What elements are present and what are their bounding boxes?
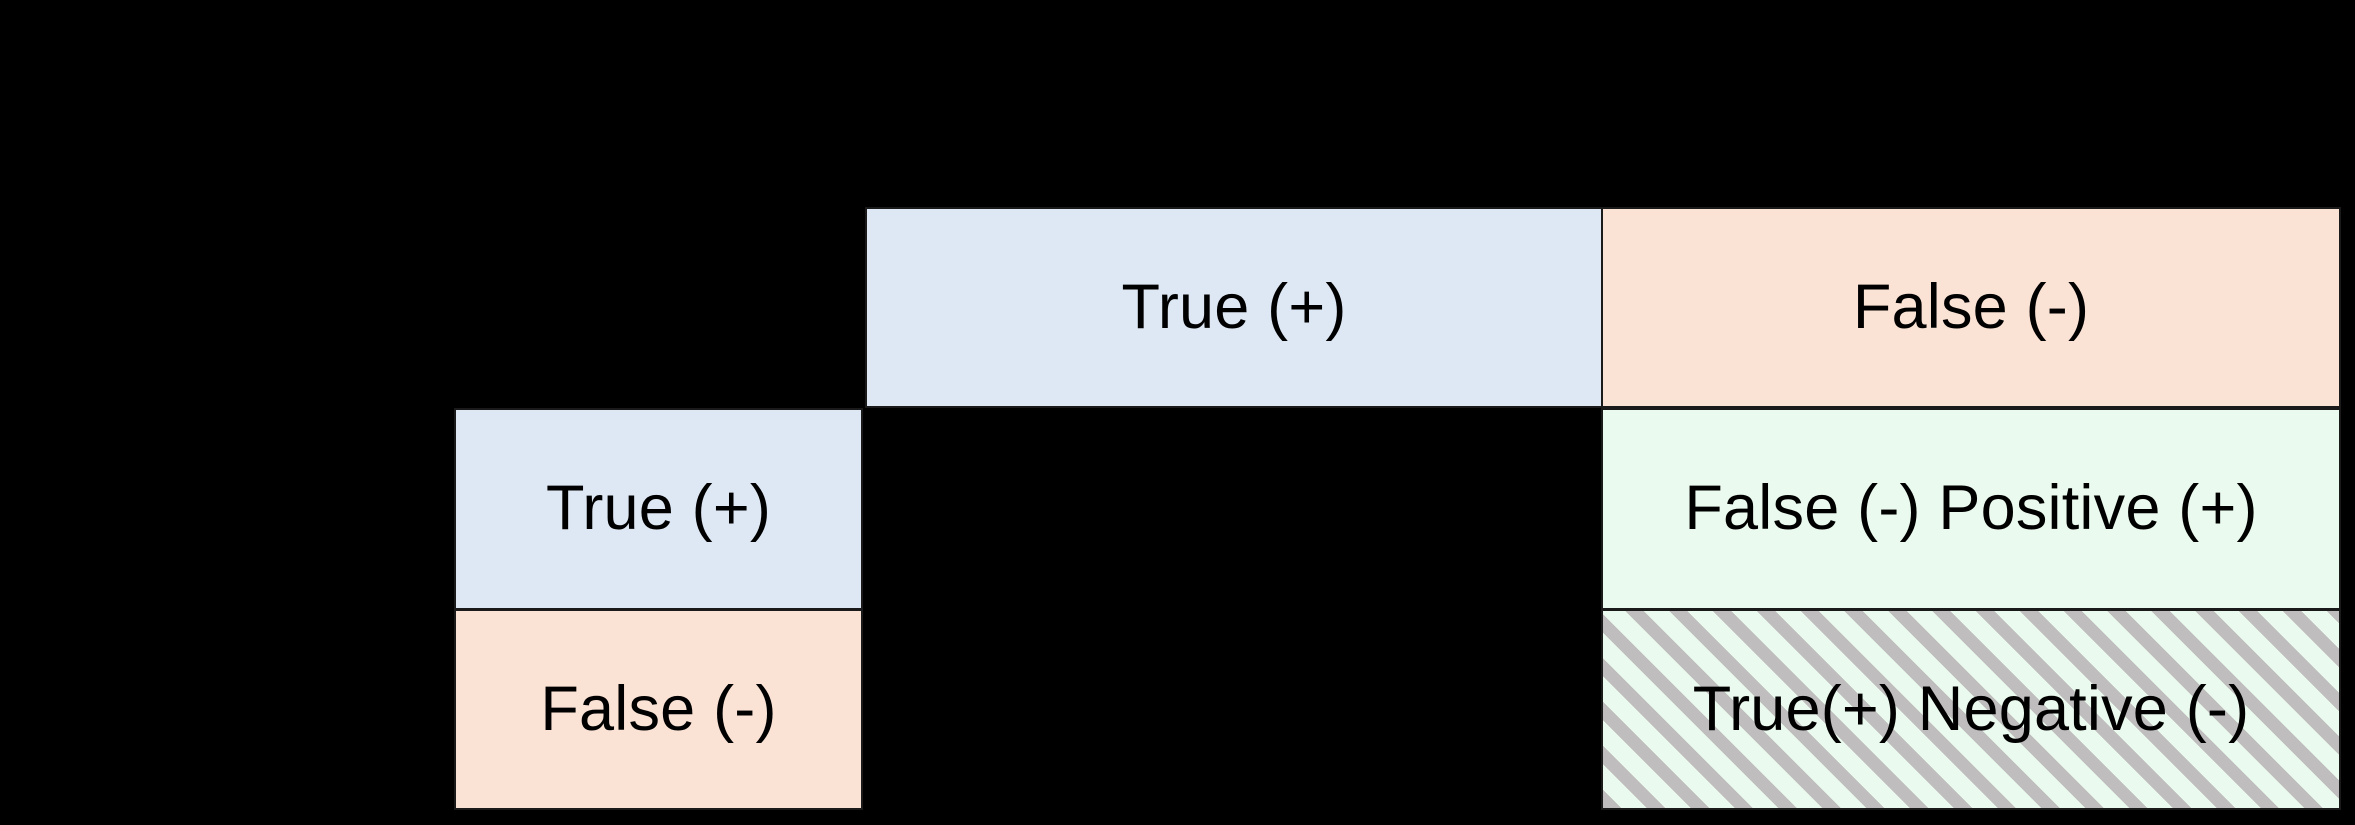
row-header-false-label: False (-): [540, 673, 777, 744]
row-header-false: False (-): [454, 609, 863, 810]
matrix-cell-true-false: False (-) Positive (+): [1601, 408, 2341, 610]
matrix-cell-false-false-label: True(+) Negative (-): [1692, 673, 2250, 744]
matrix-cell-true-true: [865, 408, 1603, 610]
matrix-cell-false-true: [865, 609, 1603, 810]
matrix-cell-true-false-label: False (-) Positive (+): [1684, 473, 2258, 544]
row-header-true: True (+): [454, 408, 863, 610]
column-header-true: True (+): [865, 207, 1603, 408]
row-header-true-label: True (+): [545, 473, 772, 544]
column-header-false: False (-): [1601, 207, 2341, 408]
column-header-false-label: False (-): [1852, 271, 2090, 342]
matrix-cell-false-false: True(+) Negative (-): [1601, 609, 2341, 810]
column-header-true-label: True (+): [1121, 271, 1347, 342]
